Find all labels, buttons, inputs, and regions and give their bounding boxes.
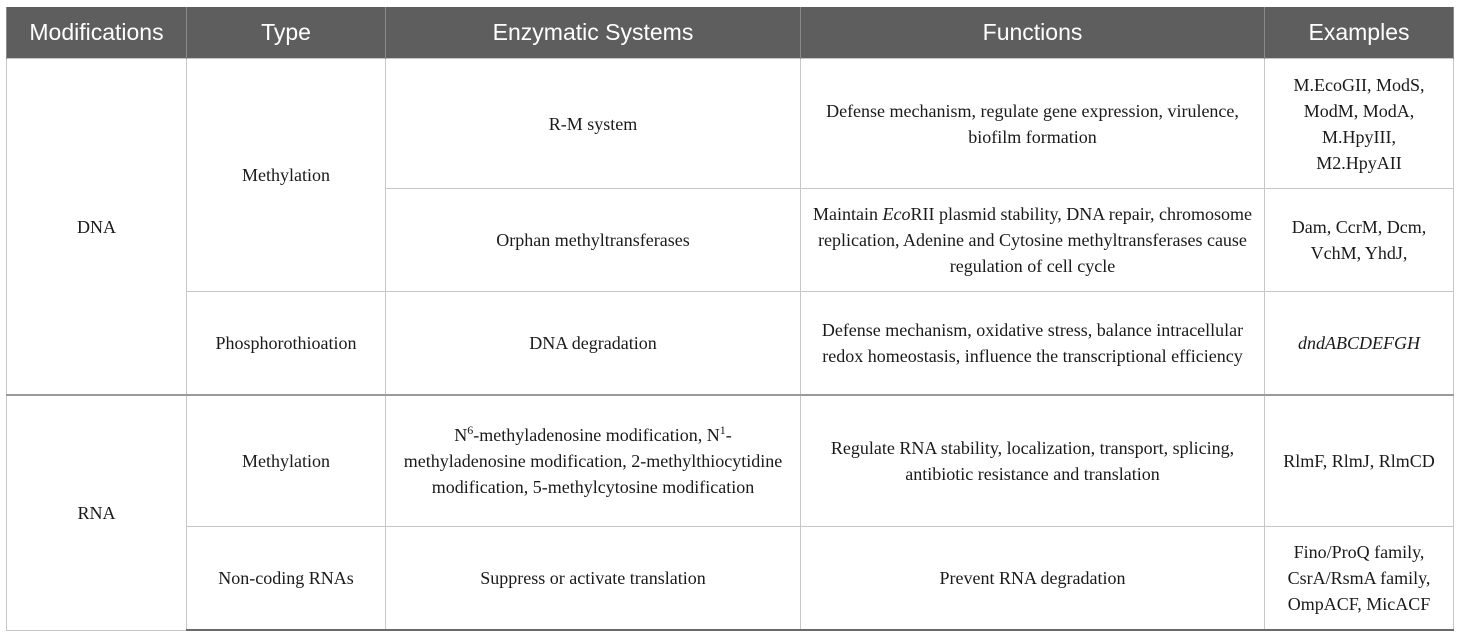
examples-phosphorothioation: dndABCDEFGH [1264, 291, 1454, 396]
header-enzymatic-systems: Enzymatic Systems [385, 7, 801, 59]
functions-rna-methylation: Regulate RNA stability, localization, tr… [800, 394, 1265, 527]
example-line: CsrA/RsmA family, [1287, 568, 1431, 588]
functions-rm: Defense mechanism, regulate gene express… [800, 58, 1265, 189]
table-row: Non-coding RNAs Suppress or activate tra… [7, 526, 1454, 631]
system-orphan: Orphan methyltransferases [385, 188, 801, 292]
modification-dna: DNA [6, 58, 187, 396]
type-rna-methylation: Methylation [186, 394, 386, 527]
table-row: Orphan methyltransferases Maintain EcoRI… [7, 188, 1454, 292]
examples-orphan: Dam, CcrM, Dcm, VchM, YhdJ, [1264, 188, 1454, 292]
header-examples: Examples [1264, 7, 1454, 59]
table-row: Phosphorothioation DNA degradation Defen… [7, 291, 1454, 396]
system-translation: Suppress or activate translation [385, 526, 801, 631]
example-line: VchM, YhdJ, [1310, 243, 1408, 263]
system-part-rest: -methyladenosine modification, 2-methylt… [403, 425, 783, 497]
table-container: Modifications Type Enzymatic Systems Fun… [6, 7, 1454, 631]
examples-rna-methylation: RlmF, RlmJ, RlmCD [1264, 394, 1454, 527]
superscript-1: 1 [719, 423, 726, 437]
table-row: DNA Methylation R-M system Defense mecha… [6, 58, 1454, 396]
functions-orphan-italic: Eco [882, 204, 911, 224]
system-dna-degradation: DNA degradation [385, 291, 801, 396]
examples-noncoding: Fino/ProQ family, CsrA/RsmA family, OmpA… [1264, 526, 1454, 631]
superscript-6: 6 [467, 423, 474, 437]
header-functions: Functions [800, 7, 1265, 59]
type-noncoding-rnas: Non-coding RNAs [186, 526, 386, 631]
example-line: M2.HpyAII [1316, 152, 1402, 173]
system-part-a-prefix: N [454, 425, 468, 445]
system-rm: R-M system [385, 58, 801, 189]
system-part-a-text: -methyladenosine modification, N [473, 425, 720, 445]
type-phosphorothioation: Phosphorothioation [186, 291, 386, 396]
header-row: Modifications Type Enzymatic Systems Fun… [6, 7, 1454, 59]
functions-noncoding: Prevent RNA degradation [800, 526, 1265, 631]
functions-phosphorothioation: Defense mechanism, oxidative stress, bal… [800, 291, 1265, 396]
example-line: OmpACF, MicACF [1287, 594, 1431, 614]
example-line: M.HpyIII, [1322, 126, 1396, 147]
table-row: RNA Methylation N6-methyladenosine modif… [6, 394, 1454, 631]
header-modifications: Modifications [6, 7, 187, 59]
functions-orphan-post: RII plasmid stability, DNA repair, chrom… [818, 204, 1253, 276]
functions-orphan-pre: Maintain [812, 204, 883, 224]
functions-orphan: Maintain EcoRII plasmid stability, DNA r… [800, 188, 1265, 292]
examples-rm: M.EcoGII, ModS, ModM, ModA, M.HpyIII, M2… [1264, 58, 1454, 189]
modification-rna: RNA [6, 394, 187, 631]
example-line: ModM, ModA, [1303, 100, 1415, 121]
system-rna-methylation: N6-methyladenosine modification, N1-meth… [385, 394, 801, 527]
example-line: M.EcoGII, ModS, [1293, 74, 1425, 95]
type-dna-methylation: Methylation [186, 58, 386, 292]
modifications-table: Modifications Type Enzymatic Systems Fun… [6, 7, 1454, 631]
example-line: Dam, CcrM, Dcm, [1291, 217, 1427, 237]
example-line: Fino/ProQ family, [1293, 542, 1425, 562]
header-type: Type [186, 7, 386, 59]
